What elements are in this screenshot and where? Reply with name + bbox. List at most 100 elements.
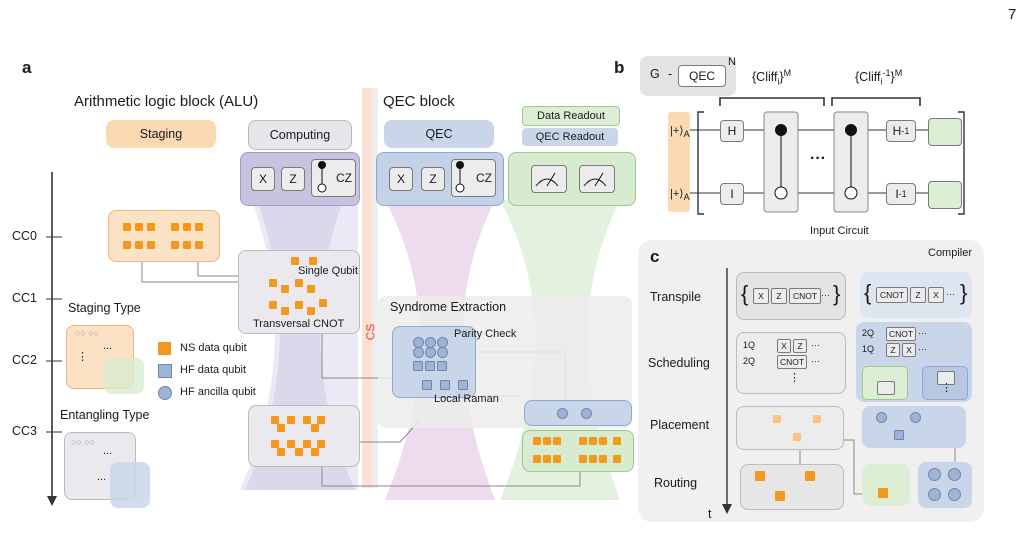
qec-header: QEC <box>384 120 494 148</box>
cliff-inv-text: {Cliff <box>855 70 881 85</box>
panel-b-label: b <box>614 58 625 77</box>
legend-hf-data-swatch <box>158 364 172 378</box>
timeline-cc0: CC0 <box>12 229 38 243</box>
qec-gate-z: Z <box>421 167 445 191</box>
qec-readout-label: QEC Readout <box>535 131 605 143</box>
transpile-left-ellipsis: ··· <box>821 290 830 300</box>
routing-left-box <box>740 464 844 510</box>
cliff-inv-label: {Cliffi-1}M <box>855 68 902 87</box>
sched-meter-icon-2 <box>937 371 955 385</box>
transpile-right-x: X <box>928 287 944 303</box>
entangling-type-label: Entangling Type <box>60 408 150 422</box>
i-gate: I <box>720 183 744 205</box>
sched-qec-vellipsis: ⋮ <box>941 382 952 394</box>
alu-title: Arithmetic logic block (ALU) <box>74 93 259 110</box>
timeline-cc3: CC3 <box>12 424 38 438</box>
staging-type-label: Staging Type <box>68 301 141 315</box>
meter-top-icon <box>928 118 962 146</box>
cliff-sub: i <box>777 76 780 87</box>
computing-cc3-cluster <box>248 405 360 467</box>
i-inv-gate: I-1 <box>886 183 916 205</box>
staging-type-overlap <box>104 358 144 394</box>
transpile-right-ellipsis: ··· <box>946 289 955 299</box>
plus-a-bottom-ket: |+⟩ <box>670 188 684 200</box>
qec-inner-box: QEC <box>678 65 726 87</box>
page-number: 7 <box>1008 6 1017 23</box>
transpile-right-box: { CNOT Z X ··· } <box>860 272 972 318</box>
scheduling-left-box: 1Q X Z ··· 2Q CNOT ··· ⋮ <box>736 332 846 394</box>
qec-gate-x: X <box>389 167 413 191</box>
transpile-right-close: } <box>960 280 968 305</box>
qec-readout-ancillas <box>524 400 632 426</box>
cliff-inv-sub: i <box>880 76 883 87</box>
legend-hf-ancilla-label: HF ancilla qubit <box>180 386 256 398</box>
gate-z: Z <box>281 167 305 191</box>
transversal-cnot-label: Transversal CNOT <box>253 318 345 330</box>
plus-a-top-sub: A <box>683 129 690 140</box>
compiler-label: Compiler <box>928 247 973 259</box>
entangling-type-ellipsis-2: ... <box>97 471 107 483</box>
row-scheduling: Scheduling <box>648 356 710 370</box>
h-inv-gate: H-1 <box>886 120 916 142</box>
timeline-cc1: CC1 <box>12 291 38 305</box>
legend-ns-label: NS data qubit <box>180 342 247 354</box>
transpile-left-z: Z <box>771 288 787 304</box>
entangling-type-ellipsis: ... <box>103 445 113 457</box>
sched-left-1q: 1Q <box>743 340 756 350</box>
g-label: G <box>650 67 660 81</box>
i-inv-label: I <box>895 187 899 201</box>
cs-bar <box>362 88 372 488</box>
readout-gates <box>508 152 636 206</box>
computing-label: Computing <box>269 128 331 142</box>
transpile-left-open: { <box>741 281 749 306</box>
cliff-inv-close: } <box>890 70 895 85</box>
row-transpile: Transpile <box>650 290 701 304</box>
placement-left-box <box>736 406 844 450</box>
h-inv-sup: -1 <box>901 126 910 136</box>
single-qubit-label: Single Qubit <box>298 265 358 277</box>
sched-right-z: Z <box>886 343 900 357</box>
cliff-m: M <box>783 68 792 78</box>
sched-data-readout <box>862 366 908 400</box>
sched-right-ellipsis-1: ··· <box>918 328 927 338</box>
entangling-type-overlap <box>110 462 150 508</box>
gate-cz-label: CZ <box>336 171 352 185</box>
legend-hf-ancilla-swatch <box>158 386 172 400</box>
placement-right-box <box>862 406 966 448</box>
data-readout-label: Data Readout <box>537 110 605 122</box>
staging-label: Staging <box>139 127 183 141</box>
gqec-box: G - QEC N <box>640 56 736 96</box>
sched-left-vellipsis: ⋮ <box>789 372 800 384</box>
transpile-right-open: { <box>864 280 872 305</box>
staging-type-vellipsis: ⋮ <box>77 351 88 363</box>
axis-t: t <box>708 507 712 521</box>
panel-a-label: a <box>22 58 32 77</box>
qec-readout-header: QEC Readout <box>522 128 618 146</box>
sched-left-x: X <box>777 339 791 353</box>
row-placement: Placement <box>650 418 710 432</box>
data-readout-cluster <box>522 430 634 472</box>
qec-block-title: QEC block <box>383 93 455 110</box>
cliff-label: {Cliffi}M <box>752 68 791 87</box>
h-gate: H <box>720 120 744 142</box>
parity-check-label: Parity Check <box>454 328 517 340</box>
transpile-left-cnot: CNOT <box>789 288 821 304</box>
cliff-inv-sup: -1 <box>882 68 891 78</box>
routing-qec-box <box>918 462 972 508</box>
syndrome-extraction-label: Syndrome Extraction <box>390 300 507 314</box>
computing-gates: X Z CZ <box>240 152 360 206</box>
computing-header: Computing <box>248 120 352 150</box>
sched-meter-icon-1 <box>877 381 895 395</box>
sched-right-x: X <box>902 343 916 357</box>
transpile-right-z: Z <box>910 287 926 303</box>
sched-left-ellipsis-1: ··· <box>811 340 820 350</box>
cliff-text: {Cliff <box>752 70 778 85</box>
local-raman-label: Local Raman <box>434 393 499 405</box>
data-readout-header: Data Readout <box>522 106 620 126</box>
staging-type-ellipsis: ... <box>103 340 113 352</box>
cliff-inv-m: M <box>894 68 903 78</box>
sched-left-cnot: CNOT <box>777 355 807 369</box>
g-dash: - <box>668 67 673 81</box>
n-sup: N <box>728 56 736 68</box>
